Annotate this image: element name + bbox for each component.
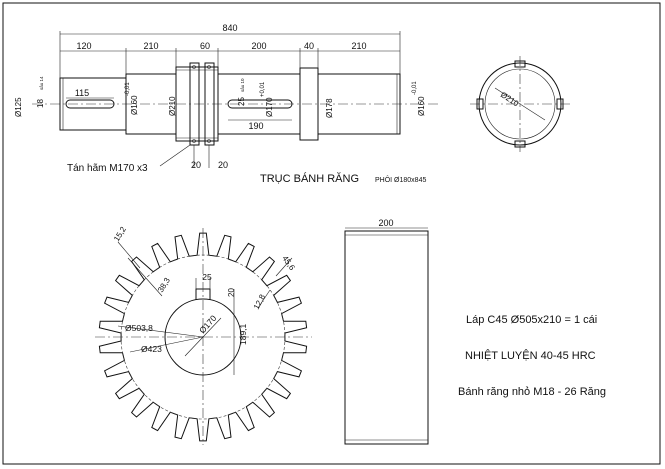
gear-view: Ø503,8 Ø423 Ø170 189,1 25 20 15,2 38,3 4…	[95, 225, 312, 445]
dim-segment-3: 60	[200, 41, 210, 51]
dim-gear-keyway-offset: 20	[227, 288, 236, 297]
end-view-dia: Ø210	[499, 90, 521, 109]
dim-segment-4: 200	[251, 41, 266, 51]
dim-gear-keyway-width: 25	[202, 272, 212, 282]
shaft-title: TRỤC BÁNH RĂNG	[260, 172, 359, 185]
dim-leader-tooth-pitch	[275, 257, 293, 277]
dim-groove-2: 20	[218, 160, 228, 170]
dim-leader-tooth-tip	[117, 241, 141, 269]
dim-key-left-len: 115	[75, 88, 89, 98]
dim-dia-3: Ø170	[265, 97, 274, 117]
dim-key-mid-depth: sâu 10	[240, 78, 245, 92]
sheet-border	[2, 2, 661, 465]
thread-leader	[159, 144, 191, 167]
dim-line-bore	[184, 317, 222, 357]
dim-leader-tooth-root	[257, 289, 271, 309]
keyway-middle	[227, 99, 293, 109]
pinion-note: Bánh răng nhỏ M18 - 26 Răng	[458, 386, 606, 398]
dim-overall: 840	[222, 23, 237, 33]
dim-tooth-root: 12,8	[252, 292, 268, 310]
end-view-outer-circle	[478, 62, 562, 146]
dim-line-outer	[117, 325, 204, 338]
groove-dot	[207, 65, 211, 69]
dim-segment-2: 210	[143, 41, 158, 51]
end-view-slot	[514, 60, 526, 68]
groove-dot	[192, 65, 196, 69]
shaft-outline-bottom	[59, 127, 401, 142]
gear-side-body	[344, 230, 429, 445]
shaft-blank: PHÔI Ø180x845	[375, 175, 426, 184]
dim-segment-5: 40	[304, 41, 314, 51]
shaft-outline-top	[59, 66, 401, 81]
collar-groove-1	[189, 62, 200, 146]
keyway-left	[65, 99, 115, 109]
dim-dia-5: Ø160	[417, 96, 426, 116]
groove-dot	[192, 139, 196, 143]
dim-gear-keyway-depth: 189,1	[238, 323, 248, 345]
shaft-end-view: Ø210	[470, 56, 570, 152]
shaft-view: 840 120 210 60 200 40 210 Ø125 18 sâu 14…	[14, 23, 440, 185]
end-view-slot	[514, 140, 526, 148]
groove-dot	[207, 139, 211, 143]
dim-gear-root: Ø423	[141, 344, 162, 354]
dim-key-mid-width: 25	[237, 97, 246, 106]
material-note: Láp C45 Ø505x210 = 1 cái	[466, 314, 598, 326]
dim-tooth-height: 38,3	[156, 276, 172, 294]
end-view-dia-leader	[494, 87, 546, 121]
dim-dia-2: Ø210	[168, 96, 177, 116]
dim-tooth-tip: 15,2	[112, 225, 128, 243]
heat-treatment-note: NHIỆT LUYỆN 40-45 HRC	[465, 350, 596, 362]
dim-dia-5-tol: -0,01	[412, 81, 418, 95]
dim-key-mid-len: 190	[248, 121, 263, 131]
dim-key-left-width: 18	[36, 99, 45, 108]
dim-gear-side-width: 200	[378, 218, 393, 228]
gear-side-view: 200	[344, 218, 429, 445]
dim-segment-6: 210	[351, 41, 366, 51]
dim-leader-tooth-height	[127, 257, 163, 297]
dim-gear-outer: Ø503,8	[125, 323, 153, 333]
dim-groove-1: 20	[191, 160, 201, 170]
dim-segment-1: 120	[76, 41, 91, 51]
dim-key-left-depth: sâu 14	[39, 76, 44, 90]
dim-dia-3-tol: +0,01	[260, 81, 266, 97]
dim-dia-1: Ø160	[130, 95, 139, 115]
thread-note: Tán hãm M170 x3	[67, 163, 148, 174]
dim-dia-end-left: Ø125	[14, 97, 23, 117]
dim-line-root	[129, 336, 204, 353]
collar-groove-2	[204, 62, 215, 146]
end-view-inner-circle	[484, 68, 556, 140]
dim-tooth-pitch: 45,6	[280, 254, 297, 272]
dim-dia-1-tol: -0,01	[125, 82, 131, 96]
end-view-slot	[556, 98, 564, 110]
end-view-slot	[476, 98, 484, 110]
dim-dia-4: Ø178	[325, 98, 334, 118]
